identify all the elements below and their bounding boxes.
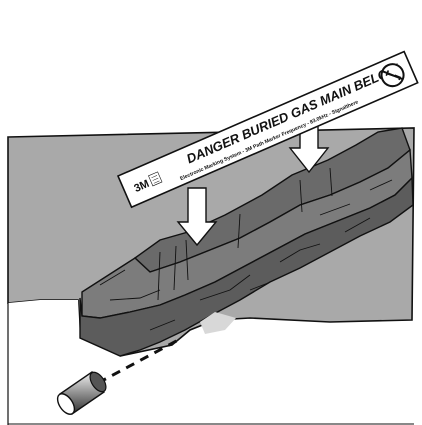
buried-marking-tape-diagram: 3M DANGER BURIED GAS MAIN BELOW Electron… [0, 0, 422, 425]
